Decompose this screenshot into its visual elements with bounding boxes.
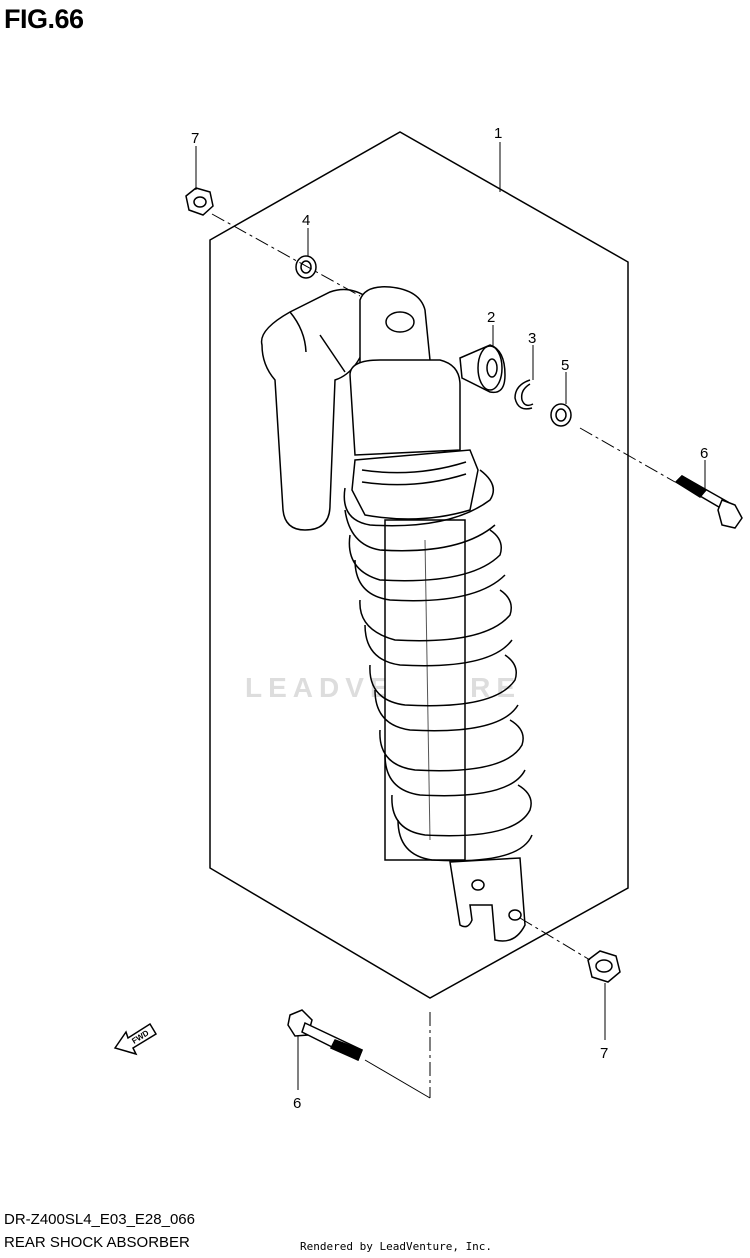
callout-7-bottom: 7 <box>600 1045 608 1062</box>
leader-lines <box>195 142 706 1090</box>
washer-lower <box>550 403 572 427</box>
upper-mount <box>349 286 461 456</box>
callout-3: 3 <box>528 330 536 347</box>
assembly-outline <box>209 131 629 999</box>
washer-upper <box>295 255 317 279</box>
axis-lines <box>211 213 676 1098</box>
lower-clevis <box>449 857 526 942</box>
axis-line-bottom <box>364 1059 431 1099</box>
nut-bottom <box>587 950 621 983</box>
circlip <box>514 379 534 410</box>
fwd-arrow-icon: FWD <box>113 1022 158 1056</box>
spring-adjuster <box>351 449 479 520</box>
watermark: LEADVENTURE <box>245 672 521 703</box>
bolt-right <box>674 475 743 529</box>
callout-7-top: 7 <box>191 130 199 147</box>
figure-title: FIG.66 <box>4 4 84 34</box>
callout-2: 2 <box>487 309 495 326</box>
nut-top <box>185 187 214 216</box>
figure-name: REAR SHOCK ABSORBER <box>4 1234 190 1251</box>
coil-spring <box>343 469 533 862</box>
callout-1: 1 <box>494 125 502 142</box>
callout-5: 5 <box>561 357 569 374</box>
reservoir <box>260 288 371 531</box>
model-code: DR-Z400SL4_E03_E28_066 <box>4 1211 195 1228</box>
bushing <box>459 344 506 394</box>
bolt-bottom <box>287 1009 363 1062</box>
callout-6-bottom: 6 <box>293 1095 301 1112</box>
callout-6-right: 6 <box>700 445 708 462</box>
damper-body <box>384 519 466 861</box>
rendered-by-credit: Rendered by LeadVenture, Inc. <box>300 1240 493 1253</box>
callout-4: 4 <box>302 212 310 229</box>
